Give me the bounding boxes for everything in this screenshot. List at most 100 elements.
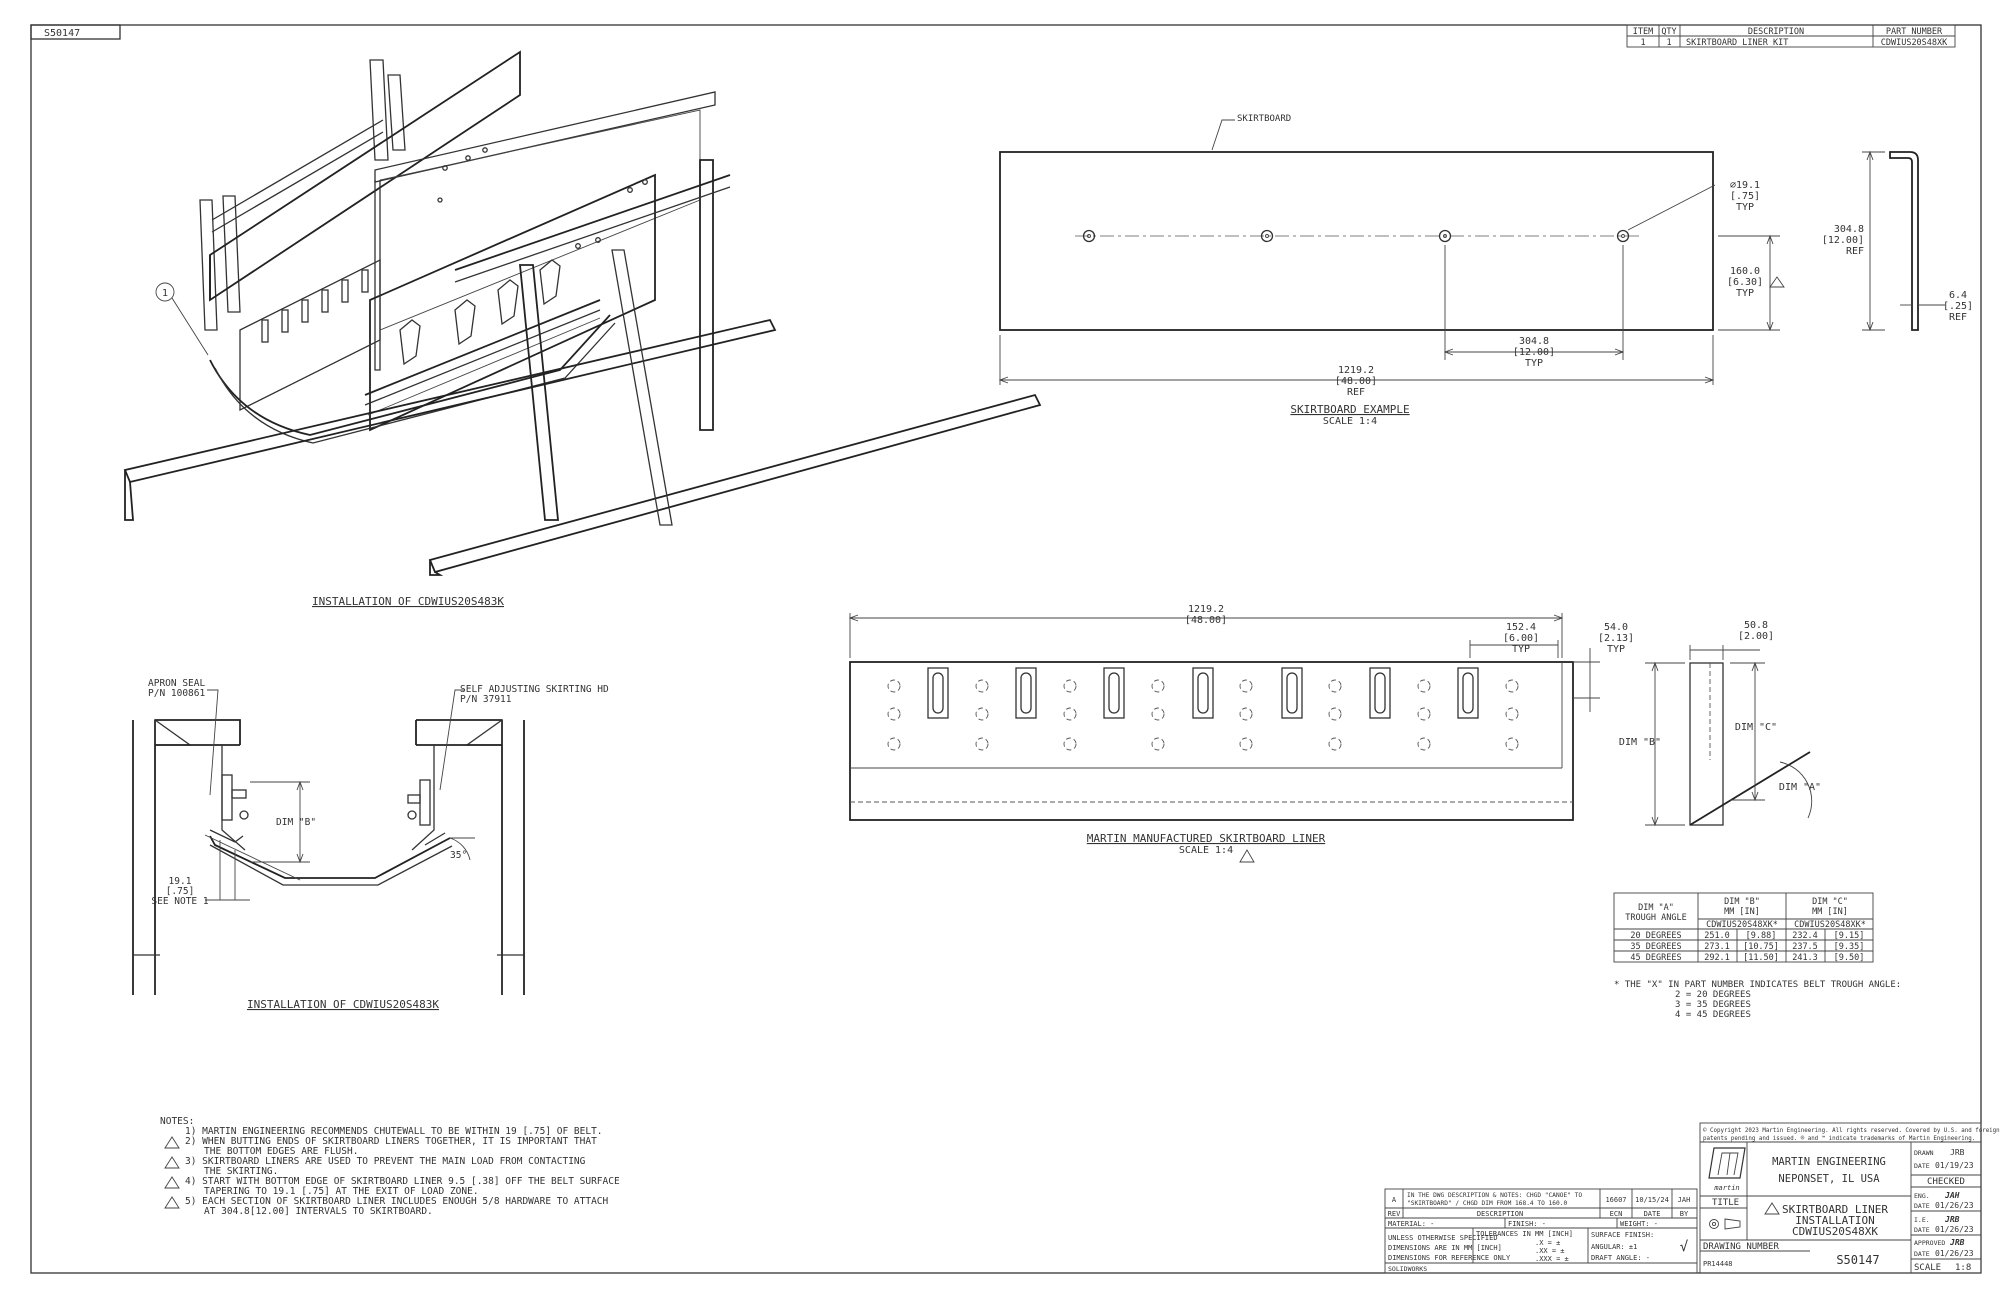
drawing-number: S50147	[1836, 1253, 1879, 1267]
tolerance-title: TOLERANCES IN MM [INCH]	[1476, 1230, 1573, 1238]
logo-text: martin	[1713, 1184, 1739, 1192]
revision-delta-icon	[164, 1156, 180, 1169]
slot-spacing-in: [6.00]	[1503, 633, 1539, 644]
section-installation-view	[132, 689, 525, 995]
edge-dim-in: [2.13]	[1598, 633, 1634, 644]
liner-hole	[1328, 737, 1342, 751]
rev-ecn: 16607	[1605, 1196, 1626, 1204]
software-label: SOLIDWORKS	[1388, 1265, 1427, 1273]
company-name: MARTIN ENGINEERING	[1772, 1156, 1886, 1168]
table-cell: [11.50]	[1743, 953, 1779, 963]
edge-dim: 54.0	[1604, 622, 1628, 633]
skirtboard-height: 304.8	[1834, 224, 1864, 235]
approved-date-label: DATE	[1914, 1250, 1930, 1258]
liner-hole	[975, 707, 989, 721]
liner-hole	[1063, 679, 1077, 693]
note-line: 5) EACH SECTION OF SKIRTBOARD LINER INCL…	[185, 1196, 609, 1207]
hole-height-in: [6.30]	[1727, 277, 1763, 288]
trough-angle: 35°	[450, 850, 467, 861]
liner-hole	[1151, 707, 1165, 721]
dim-table-unit-c: MM [IN]	[1812, 907, 1848, 917]
liner-hole	[1239, 737, 1253, 751]
dim-table-h3: DIM "C"	[1812, 897, 1848, 907]
skirtboard-length-ref: REF	[1347, 387, 1365, 398]
ie-date-label: DATE	[1914, 1226, 1930, 1234]
note-line: THE BOTTOM EDGES ARE FLUSH.	[204, 1146, 358, 1157]
liner-hole	[887, 707, 901, 721]
title-line: SKIRTBOARD LINER	[1782, 1203, 1888, 1216]
liner-hole	[1328, 679, 1342, 693]
callout-number: 1	[162, 288, 168, 299]
unless-line: DIMENSIONS ARE IN MM [INCH]	[1388, 1244, 1502, 1252]
finish-field: FINISH: -	[1508, 1220, 1546, 1228]
footnote-line: 2 = 20 DEGREES	[1675, 990, 1751, 1000]
surface-finish: SURFACE FINISH:	[1591, 1231, 1654, 1239]
isometric-installation-view: 1	[123, 50, 1042, 576]
table-cell: 20 DEGREES	[1630, 931, 1681, 941]
unless-line: UNLESS OTHERWISE SPECIFIED	[1388, 1234, 1498, 1242]
liner-slot-frame	[1103, 667, 1125, 719]
approved-by: JRB	[1949, 1238, 1965, 1247]
liner-hole	[1417, 707, 1431, 721]
gap-dim: 19.1	[169, 876, 192, 887]
liner-length: 1219.2	[1188, 604, 1224, 615]
rev-by: JAH	[1678, 1196, 1691, 1204]
bom-header-part-number: PART NUMBER	[1886, 27, 1943, 37]
liner-hole	[1417, 679, 1431, 693]
table-cell: 241.3	[1792, 953, 1818, 963]
skirtboard-example-view	[998, 119, 1945, 385]
eng-label: ENG.	[1914, 1192, 1930, 1200]
revision-delta-icon	[164, 1136, 180, 1149]
note-line: 3) SKIRTBOARD LINERS ARE USED TO PREVENT…	[185, 1156, 586, 1167]
gap-dim-in: [.75]	[166, 886, 195, 897]
ie-date: 01/26/23	[1935, 1225, 1974, 1234]
scale-value: 1:8	[1955, 1263, 1971, 1273]
footnote-line: 3 = 35 DEGREES	[1675, 1000, 1751, 1010]
section-view-caption: INSTALLATION OF CDWIUS20S483K	[247, 998, 439, 1011]
dim-table-unit-b: MM [IN]	[1724, 907, 1760, 917]
table-cell: [9.15]	[1834, 931, 1865, 941]
see-note: SEE NOTE 1	[151, 896, 208, 907]
flange-dim-ref: REF	[1949, 312, 1967, 323]
liner-dim-b: DIM "B"	[1619, 737, 1661, 748]
skirting-pn: P/N 37911	[460, 694, 512, 705]
liner-hole	[1505, 679, 1519, 693]
hole-spacing-in: [12.00]	[1513, 347, 1555, 358]
skirtboard-example-caption: SKIRTBOARD EXAMPLE	[1290, 403, 1409, 416]
section-dim-b: DIM "B"	[276, 817, 316, 828]
rev-header-ecn: ECN	[1610, 1210, 1623, 1218]
flange-dim: 6.4	[1949, 290, 1967, 301]
liner-hole	[975, 737, 989, 751]
unless-line: DIMENSIONS FOR REFERENCE ONLY	[1388, 1254, 1511, 1262]
liner-slot-frame	[1457, 667, 1479, 719]
dim-table-sub-c: CDWIUS20S48XK*	[1794, 920, 1866, 930]
skirtboard-length: 1219.2	[1338, 365, 1374, 376]
copyright-line: patents pending and issued. ® and ™ indi…	[1703, 1135, 1975, 1142]
drawn-date-label: DATE	[1914, 1162, 1930, 1170]
approved-label: APPROVED	[1914, 1239, 1945, 1247]
liner-caption: MARTIN MANUFACTURED SKIRTBOARD LINER	[1087, 832, 1326, 845]
liner-thickness-in: [2.00]	[1738, 631, 1774, 642]
rev-desc-line: IN THE DWG DESCRIPTION & NOTES: CHGD "CA…	[1407, 1192, 1582, 1199]
dim-table-rows: 20 DEGREES 251.0 [9.88] 232.4 [9.15] 35 …	[1630, 931, 1864, 963]
hole-dia-in: [.75]	[1730, 191, 1760, 202]
title-label: TITLE	[1712, 1198, 1739, 1208]
skirtboard-length-in: [48.00]	[1335, 376, 1377, 387]
table-cell: 273.1	[1704, 942, 1730, 952]
draft-angle: DRAFT ANGLE: -	[1591, 1254, 1650, 1262]
table-cell: [10.75]	[1743, 942, 1779, 952]
liner-hole	[1239, 679, 1253, 693]
dim-table-sub-b: CDWIUS20S48XK*	[1706, 920, 1778, 930]
title-line: CDWIUS20S48XK	[1792, 1225, 1878, 1238]
drawing-id-box	[30, 24, 121, 40]
rev-header-rev: REV	[1388, 1210, 1401, 1218]
liner-slot-frame	[1281, 667, 1303, 719]
footnote-line: * THE "X" IN PART NUMBER INDICATES BELT …	[1614, 980, 1901, 990]
liner-thickness: 50.8	[1744, 620, 1768, 631]
liner-slot	[1197, 672, 1209, 714]
approved-date: 01/26/23	[1935, 1249, 1974, 1258]
note-line: THE SKIRTING.	[204, 1166, 278, 1177]
liner-hole	[1151, 679, 1165, 693]
title-block	[1699, 1122, 1982, 1274]
